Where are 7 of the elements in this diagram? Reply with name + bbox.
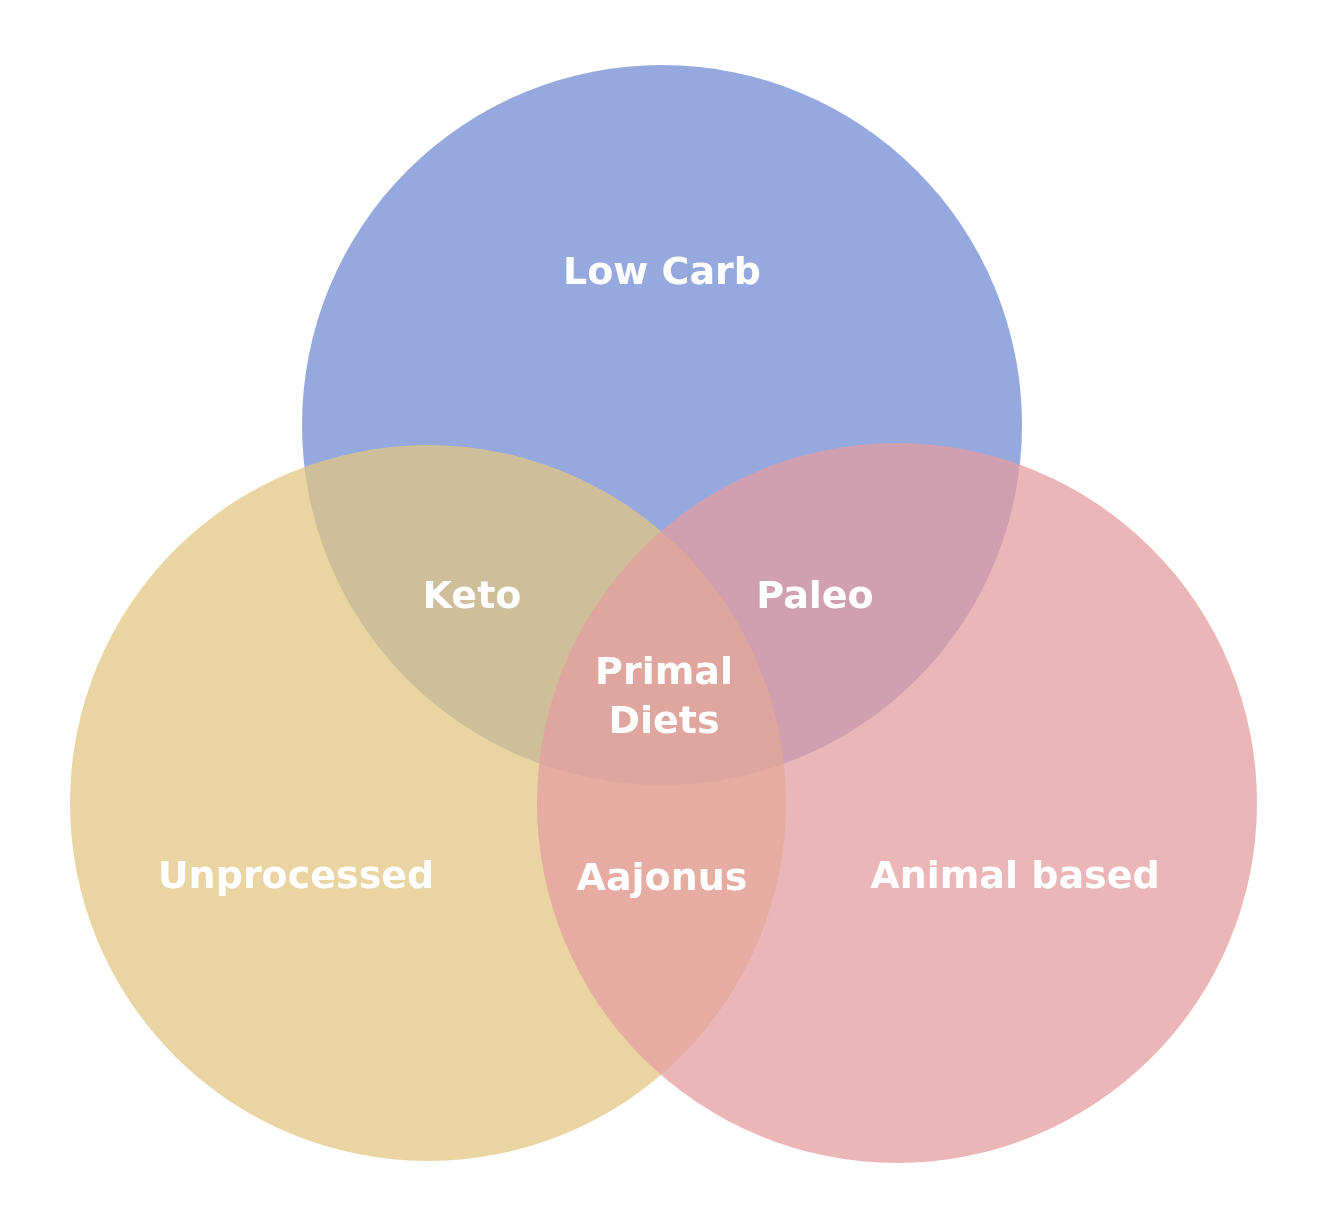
- set-label: Unprocessed: [157, 852, 435, 900]
- overlap-label: Paleo: [756, 572, 874, 620]
- overlap-label: Primal Diets: [594, 647, 734, 744]
- set-label: Animal based: [870, 852, 1160, 900]
- overlap-label: Keto: [422, 572, 522, 620]
- overlap-label: Aajonus: [576, 854, 748, 902]
- set-label: Low Carb: [562, 248, 762, 296]
